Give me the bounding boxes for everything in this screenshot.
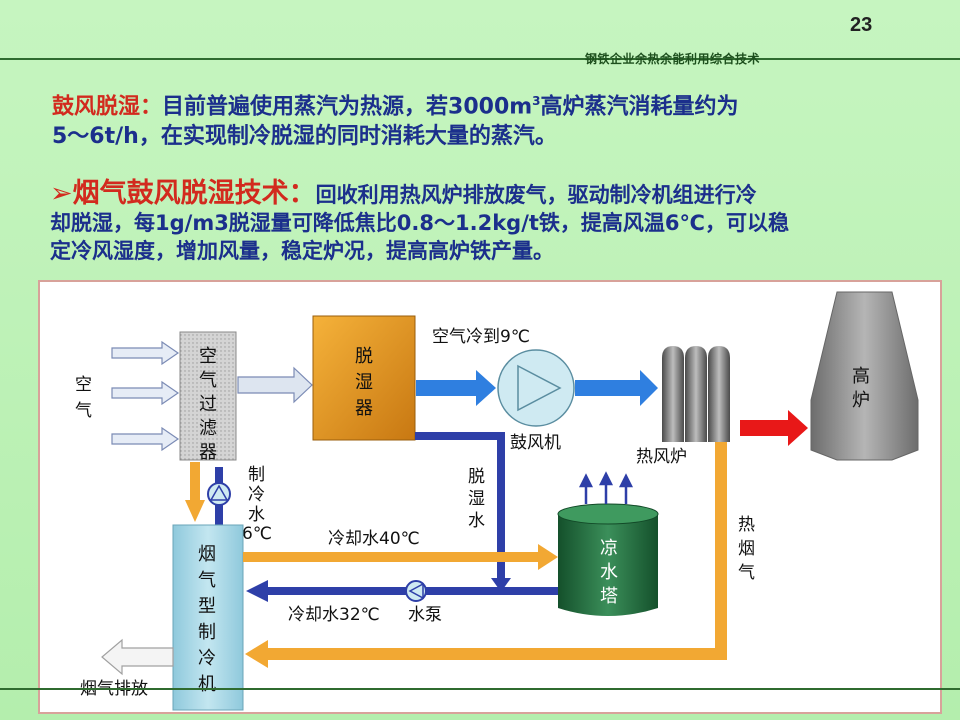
cold-air-arrow: [416, 370, 496, 406]
filter-char-1: 空: [199, 346, 217, 367]
air-label-1: 空: [75, 375, 92, 395]
chilled-water-pump: [207, 467, 231, 527]
blower-fan: [497, 349, 575, 427]
blower-label: 鼓风机: [510, 433, 561, 453]
chilled-water-char-3: 水: [248, 505, 265, 525]
paragraph1-line1b: 高炉蒸汽消耗量约为: [540, 94, 739, 120]
pump-triangle-icon: [209, 484, 229, 501]
footer-divider: [0, 688, 960, 690]
hot-flue-char-1: 热: [738, 515, 755, 535]
chiller-char-4: 制: [198, 622, 216, 643]
paragraph2-line1: 回收利用热风炉排放废气，驱动制冷机组进行冷: [315, 183, 757, 207]
cooling-tower: [557, 471, 659, 616]
process-diagram: 空 气 空 气 过 滤 器 脱 湿 器 空气冷到9℃ 鼓风机: [38, 280, 942, 714]
paragraph2-line2: 却脱湿，每1g/m3脱湿量可降低焦比0.8～1.2kg/t铁，提高风温6℃，可以…: [50, 211, 789, 235]
page-number: 23: [850, 14, 873, 36]
dehum-water-char-1: 脱: [468, 467, 485, 487]
bullet-arrow-icon: ➢: [50, 178, 73, 209]
cooling-water-40-pipe: [243, 544, 558, 570]
filter-char-3: 过: [199, 394, 217, 415]
blower-to-stove-arrow: [575, 370, 658, 406]
filter-char-4: 滤: [199, 418, 217, 439]
chiller-char-2: 气: [198, 570, 216, 591]
dehumidifier-box: [312, 315, 416, 441]
dehum-water-char-3: 水: [468, 511, 485, 531]
furnace-char-1: 高: [852, 366, 870, 387]
cooling-water-40-label: 冷却水40℃: [328, 529, 420, 549]
air-inlet-arrows: [111, 340, 180, 452]
chilled-water-char-2: 冷: [248, 485, 265, 505]
hot-flue-char-2: 烟: [738, 539, 755, 559]
paragraph1-line2: 5～6t/h，在实现制冷脱湿的同时消耗大量的蒸汽。: [52, 124, 557, 150]
dehumidifier-char-1: 脱: [355, 346, 373, 367]
furnace-char-2: 炉: [852, 390, 870, 411]
blast-furnace: [810, 291, 919, 461]
hot-stove: [662, 346, 730, 442]
hot-stove-label: 热风炉: [636, 447, 687, 467]
dehumidifier-char-3: 器: [355, 398, 373, 419]
paragraph2-heading: 烟气鼓风脱湿技术：: [72, 178, 316, 209]
process-diagram-svg: 空 气 空 气 过 滤 器 脱 湿 器 空气冷到9℃ 鼓风机: [75, 291, 919, 711]
filter-char-5: 器: [199, 442, 217, 463]
filter-to-dehumidifier-arrow: [237, 366, 313, 404]
cooling-water-32-label: 冷却水32℃: [288, 605, 380, 625]
tower-char-3: 塔: [600, 586, 618, 607]
cooling-water-32-pipe: [246, 580, 558, 602]
paragraph-blower-dehumidification: 鼓风脱湿：目前普遍使用蒸汽为热源，若3000m3高炉蒸汽消耗量约为 5～6t/h…: [52, 86, 932, 152]
header-divider: [0, 58, 960, 60]
tower-char-1: 凉: [600, 538, 618, 559]
hot-blast-arrow: [740, 410, 808, 446]
dehumidifier-char-2: 湿: [355, 372, 373, 393]
dehumidification-water-pipe: [415, 432, 511, 592]
blower-triangle-icon: [517, 364, 562, 412]
air-label-2: 气: [75, 401, 92, 421]
paragraph-flue-gas-technology: ➢烟气鼓风脱湿技术：回收利用热风炉排放废气，驱动制冷机组进行冷 却脱湿，每1g/…: [50, 180, 940, 265]
water-pump-label: 水泵: [408, 605, 442, 625]
chilled-water-char-4: 6℃: [242, 524, 272, 544]
chiller-char-6: 机: [198, 674, 216, 695]
chiller-char-3: 型: [198, 596, 216, 617]
paragraph1-sup: 3: [532, 94, 541, 108]
flue-gas-chiller: [172, 524, 244, 711]
filter-to-chiller-pipe: [185, 462, 205, 522]
paragraph1-line1a: 目前普遍使用蒸汽为热源，若3000m: [162, 94, 533, 120]
dehum-water-char-2: 湿: [468, 489, 485, 509]
chilled-water-char-1: 制: [248, 465, 265, 485]
filter-char-2: 气: [199, 370, 217, 391]
paragraph1-heading: 鼓风脱湿：: [52, 94, 163, 120]
air-filter-box: [179, 331, 237, 461]
paragraph2-line3: 定冷风湿度，增加风量，稳定炉况，提高高炉铁产量。: [50, 239, 554, 263]
hot-flue-char-3: 气: [738, 563, 755, 583]
tower-char-2: 水: [600, 562, 618, 583]
company-line: 钢铁企业余热余能利用综合技术: [585, 52, 761, 66]
chiller-char-1: 烟: [198, 544, 216, 565]
air-cooled-label: 空气冷到9℃: [432, 327, 530, 347]
chiller-char-5: 冷: [198, 648, 216, 669]
hot-flue-gas-pipe: [245, 442, 727, 668]
water-pump-icon: [408, 582, 424, 600]
flue-exhaust-arrow: [101, 638, 174, 676]
